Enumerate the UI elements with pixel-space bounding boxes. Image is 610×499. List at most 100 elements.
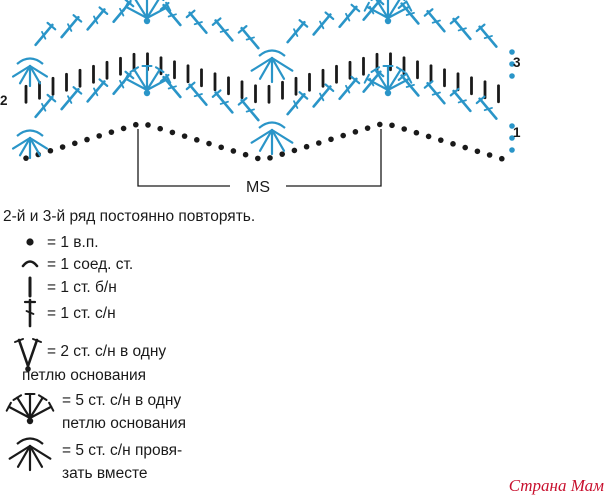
tee-top [298,19,309,28]
shell-spoke [374,68,390,92]
chain-dot [267,155,273,161]
tee-top [185,9,196,19]
shell-base-dot [143,17,151,25]
chain-dot [218,144,224,151]
legend-text-v-stitch-line1: = 2 ст. с/н в одну [47,343,166,360]
double-crochet-symbol [338,75,361,101]
tee-slash [67,95,73,104]
stitch-chart [11,0,515,162]
shell-spoke [145,5,170,20]
tee-top [324,11,335,21]
chain-dot [157,125,163,132]
tee-top [211,89,222,98]
cluster-spoke [28,444,52,460]
shell-cap [406,1,413,12]
chain-dot [438,137,444,143]
tee-top [449,15,460,25]
tee-slash [167,13,177,18]
shell-spoke [134,0,149,20]
legend: 2-й и 3-й ряд постоянно повторять. = 1 в… [3,208,255,482]
tee-top [46,21,57,31]
legend-text-shell-line2: петлю основания [62,415,186,432]
double-crochet-symbol [312,83,335,108]
double-crochet-symbol [211,17,234,42]
chain-dot [206,140,212,147]
double-crochet-symbol [60,86,83,111]
tee-slash [119,7,125,17]
edge-chain-dot [509,135,515,141]
double-crochet-symbol [423,80,446,105]
cluster-spoke [270,128,294,144]
chain-dot-shape [26,238,34,246]
edge-chain-dot [509,61,515,67]
tee-top [423,8,434,17]
tee-top [237,97,248,106]
tee-slash [119,79,125,89]
tee-top [397,0,408,10]
shell-spoke [124,77,149,92]
cluster-spoke [28,136,42,157]
chain-dot [352,129,359,135]
cluster-spoke [258,128,274,152]
chain-dot [242,151,249,158]
legend-item-cluster: = 5 ст. с/н провя- зать вместе [8,437,182,482]
tee-slash [319,20,325,30]
tee-slash [41,102,47,112]
tee-slash [293,28,299,37]
double-crochet-symbol [237,97,260,122]
v-left-cap [14,338,24,343]
chain-dot [364,125,371,131]
double-crochet-symbol [86,78,109,103]
cluster-spoke [28,64,49,78]
chain-dot [474,148,481,155]
cluster-spoke [250,56,274,72]
v-right [26,338,39,368]
chain-dot [59,144,66,150]
cluster-spoke [270,128,286,152]
double-crochet-symbol [475,95,498,120]
v-base-dot [25,366,31,372]
shell-base-dot [384,17,392,25]
tee-top [46,93,57,103]
cluster-spoke [8,444,32,460]
edge-cluster-symbol [11,129,49,160]
cluster-spoke [250,128,274,144]
shell-cap [406,73,413,84]
chain-dot [120,125,127,132]
tee-slash [405,11,415,16]
double-crochet-symbol [34,21,57,47]
cluster-spoke [28,136,49,150]
tee-top [185,81,196,91]
shell-cap [5,401,12,412]
chain-dot [194,137,200,143]
double-crochet-symbol [60,14,83,39]
slip-stitch-arc-icon [21,260,39,268]
cluster-arc [258,49,286,57]
tee-slash [431,19,441,24]
shell-spoke [145,77,170,92]
edge-chain-dot [509,123,515,129]
double-crochet-symbol [112,0,135,24]
double-crochet-symbol [185,9,208,34]
row-labels: 2 3 1 [0,55,521,140]
tee-top [124,0,135,8]
tee-top [374,0,385,6]
shell-spoke [133,68,149,92]
shell-spoke [7,405,32,420]
chain-dot [450,141,456,147]
tee-top [475,23,486,33]
tee-top [72,86,83,95]
tee-slash [67,23,73,32]
chain-dot [328,136,334,143]
chain-dot [47,147,54,154]
tee-slash [293,100,299,109]
chain-dot [340,132,347,139]
tee-slash [41,30,47,40]
shell-cap [129,66,140,74]
shell-fan-icon [5,392,55,425]
tee-slash [319,92,325,102]
cluster-decrease-icon [8,437,52,472]
slip-arc-shape [21,260,39,268]
tee-top [159,1,170,11]
